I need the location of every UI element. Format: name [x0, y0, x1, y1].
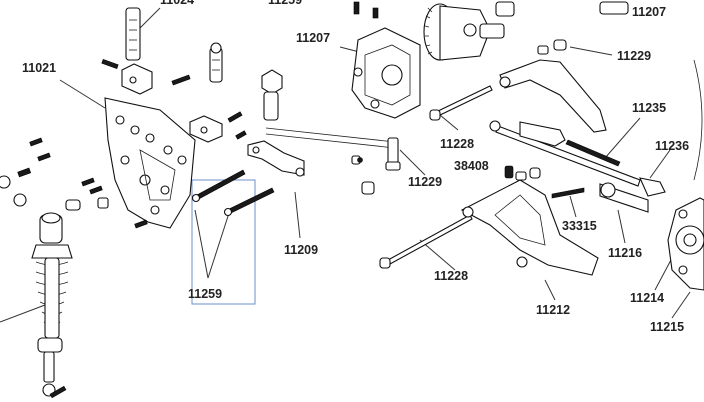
- gearbox-11207: [351, 1, 421, 119]
- label-11021: 11021: [22, 61, 56, 75]
- hub-carrier: [667, 59, 704, 291]
- label-11207-top: 11207: [632, 5, 666, 19]
- label-11209: 11209: [284, 243, 318, 257]
- label-11228-bottom: 11228: [434, 269, 468, 283]
- long-screws-11259: [191, 169, 275, 217]
- shock-absorber: [31, 212, 73, 399]
- label-11235: 11235: [632, 101, 666, 115]
- highlight-box-11259: [191, 179, 256, 305]
- differential-gear: [423, 1, 515, 61]
- label-11214: 11214: [630, 291, 664, 305]
- label-11259-top: 11259: [268, 0, 302, 7]
- label-11207-gearbox: 11207: [296, 31, 330, 45]
- label-33315: 33315: [562, 219, 597, 233]
- body-post-parts: [101, 7, 223, 95]
- small-screws-left: [0, 111, 247, 229]
- leader-lines: [0, 7, 691, 323]
- label-11229-top: 11229: [617, 49, 651, 63]
- label-11236: 11236: [655, 139, 689, 153]
- upper-arm-right: [499, 1, 629, 133]
- turnbuckles: [489, 120, 666, 213]
- label-11228-top: 11228: [440, 137, 474, 151]
- label-11215: 11215: [650, 320, 684, 334]
- lower-arm-11212: [460, 165, 599, 276]
- label-11229-mid: 11229: [408, 175, 442, 189]
- shock-tower-11021: [104, 97, 196, 229]
- part-labels: 11024 11021 11207 11207 11229 11235 1123…: [22, 0, 689, 334]
- label-11259: 11259: [188, 287, 222, 301]
- hinge-pins: [379, 85, 493, 269]
- label-11024: 11024: [160, 0, 194, 7]
- center-links: [189, 69, 401, 195]
- label-11216: 11216: [608, 246, 642, 260]
- label-38408: 38408: [454, 159, 489, 173]
- label-11212: 11212: [536, 303, 570, 317]
